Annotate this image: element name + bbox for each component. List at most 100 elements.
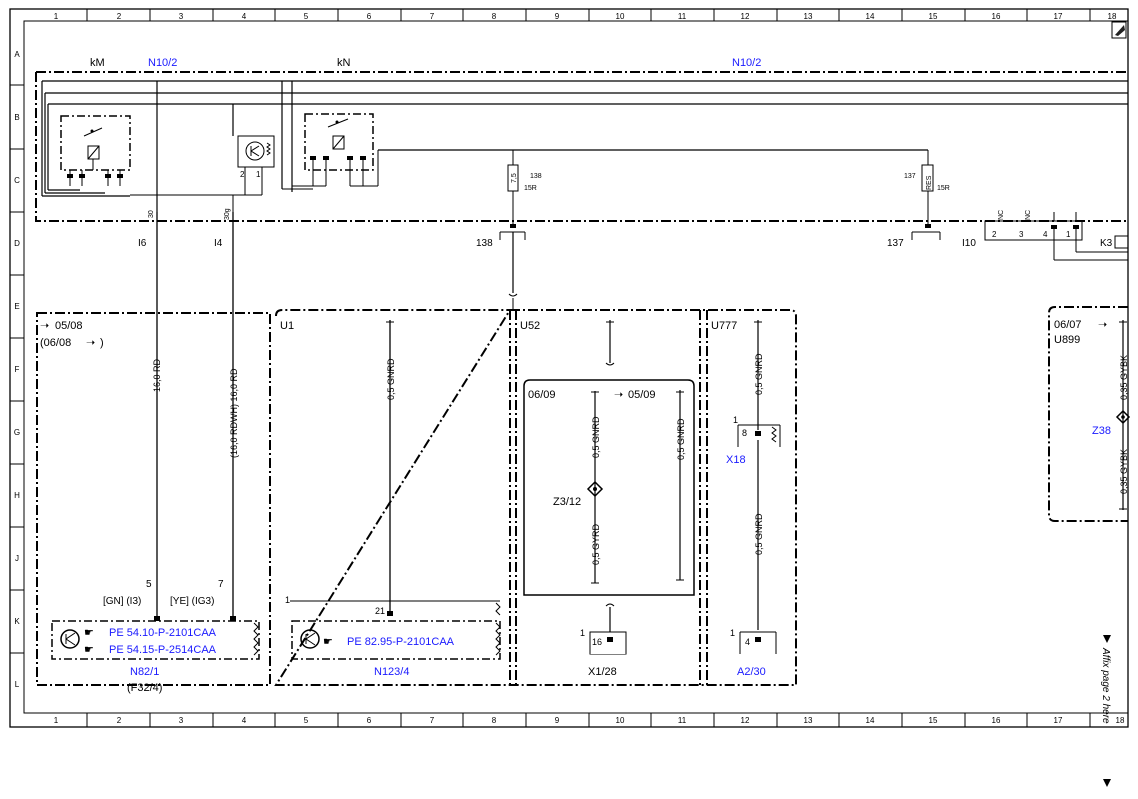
u777-wire-bottom: 0,5 GNRD — [754, 513, 764, 555]
col-14: 14 — [866, 12, 875, 21]
n123-transistor-icon — [300, 629, 320, 649]
row-grid — [10, 84, 24, 654]
row-J: J — [15, 554, 19, 563]
margin-note: Affix page 2 here — [1100, 647, 1111, 724]
row-letters: A B C D E F G H J K L — [14, 50, 20, 689]
n82-ref-2-hand-icon: ☛ — [84, 644, 94, 656]
u777-pin-8: 8 — [742, 428, 747, 438]
row-E: E — [14, 302, 19, 311]
n82-ref-link-2[interactable]: PE 54.15-P-2514CAA — [109, 644, 217, 656]
margin-arrow-bottom-icon — [1103, 779, 1111, 787]
n82-pin-7: 7 — [218, 579, 224, 590]
u777-conn-x18: X18 — [726, 454, 746, 466]
u1-pin-1: 1 — [285, 595, 290, 605]
col-13: 13 — [804, 12, 813, 21]
u899-arrow: ➝ — [1098, 319, 1107, 331]
i10-pin-2: 2 — [992, 230, 997, 239]
n82-pin-7-label: [YE] (IG3) — [170, 596, 214, 607]
inner-frame — [23, 20, 1129, 714]
col-10-b: 10 — [616, 716, 625, 725]
n82-arrow-until: ➝ — [86, 337, 95, 349]
col-18-b: 18 — [1116, 716, 1125, 725]
outer-frame — [9, 8, 1129, 728]
col-18: 18 — [1108, 12, 1117, 21]
n82-1-component — [51, 620, 260, 660]
u1-name: N123/4 — [374, 666, 409, 678]
u899-date: 06/07 — [1054, 319, 1082, 331]
row-A: A — [14, 50, 20, 59]
u899-splice: Z38 — [1092, 425, 1111, 437]
kn-relay — [282, 113, 928, 190]
u1-ref-link[interactable]: PE 82.95-P-2101CAA — [347, 636, 455, 648]
col-13-b: 13 — [804, 716, 813, 725]
fuse-137-num: 137 — [904, 173, 916, 180]
fuse-138-num: 138 — [530, 173, 542, 180]
km-relay — [60, 115, 131, 186]
u52-wire-left-top: 0,5 GNRD — [591, 416, 601, 458]
u777-wire-top: 0,5 GNRD — [754, 353, 764, 395]
i10-pin-1: 1 — [1066, 230, 1071, 239]
u52-tag: U52 — [520, 320, 540, 332]
col-15-b: 15 — [929, 716, 938, 725]
n82-date-until: (06/08 — [40, 337, 71, 349]
u52-date-arrow: ➝ — [614, 389, 623, 401]
col-14-b: 14 — [866, 716, 875, 725]
i10-pin-3: 3 — [1019, 230, 1024, 239]
u52-date-right: 05/09 — [628, 389, 656, 401]
u52-splice-label: Z3/12 — [553, 496, 581, 508]
u1-wire-label: 0,5 GNRD — [386, 358, 396, 400]
term-138: 138 — [476, 238, 493, 249]
row-G: G — [14, 428, 20, 437]
row-B: B — [14, 113, 19, 122]
col-4: 4 — [242, 12, 247, 21]
z3-12-splice-icon — [586, 480, 604, 498]
u52-pin-1: 1 — [580, 628, 585, 638]
n82-ref-1-hand-icon: ☛ — [84, 627, 94, 639]
u-group-block — [274, 309, 797, 686]
u777-name: A2/30 — [737, 666, 766, 678]
n82-ref-link-1[interactable]: PE 54.10-P-2101CAA — [109, 627, 217, 639]
col-8-b: 8 — [492, 716, 497, 725]
n82-sub: (F32/4) — [127, 682, 162, 694]
col-3-b: 3 — [179, 716, 184, 725]
u777-pin-1a: 1 — [733, 415, 738, 425]
fuse-137-sub: 15R — [937, 185, 950, 192]
col-12-b: 12 — [741, 716, 750, 725]
n10-2-module-outline — [35, 71, 1128, 222]
module-bus-lines — [41, 80, 1128, 212]
row-L: L — [15, 680, 20, 689]
row-D: D — [14, 239, 20, 248]
u899-wire-bottom: 0,35 GYBK — [1119, 449, 1129, 494]
col-11-b: 11 — [678, 716, 687, 725]
col-2-b: 2 — [117, 716, 122, 725]
n82-name: N82/1 — [130, 666, 159, 678]
u52-name: X1/28 — [588, 666, 617, 678]
n82-wave-edge — [253, 622, 259, 656]
n123-hand-icon: ☛ — [323, 636, 333, 648]
n82-arrow-from: ➝ — [40, 320, 49, 332]
label-km: kM — [90, 57, 105, 69]
fuse-137-rating: RES — [926, 175, 933, 190]
u899-tag: U899 — [1054, 334, 1080, 346]
col-6-b: 6 — [367, 716, 372, 725]
relay-pin-2: 2 — [240, 170, 245, 179]
u899-block — [1048, 306, 1128, 522]
label-kn: kN — [337, 57, 351, 69]
col-16-b: 16 — [992, 716, 1001, 725]
n82-pin-5-label: [GN] (I3) — [103, 596, 141, 607]
col-12: 12 — [741, 12, 750, 21]
n123-4-component — [291, 620, 501, 660]
fuse-138-sub: 15R — [524, 185, 537, 192]
u52-wire-left-bottom: 0,5 GYRD — [591, 523, 601, 565]
n82-wire-label-2: (16,0 RDWH) 16,0 RD — [229, 368, 239, 458]
label-n10-2-right: N10/2 — [732, 57, 761, 69]
n82-transistor-icon — [60, 629, 80, 649]
row-K: K — [14, 617, 20, 626]
col-5: 5 — [304, 12, 309, 21]
fuse-138-rating: 7,5 — [511, 173, 518, 183]
col-4-b: 4 — [242, 716, 247, 725]
col-9: 9 — [555, 12, 560, 21]
n82-pin-5: 5 — [146, 579, 152, 590]
label-i4: I4 — [214, 238, 223, 249]
